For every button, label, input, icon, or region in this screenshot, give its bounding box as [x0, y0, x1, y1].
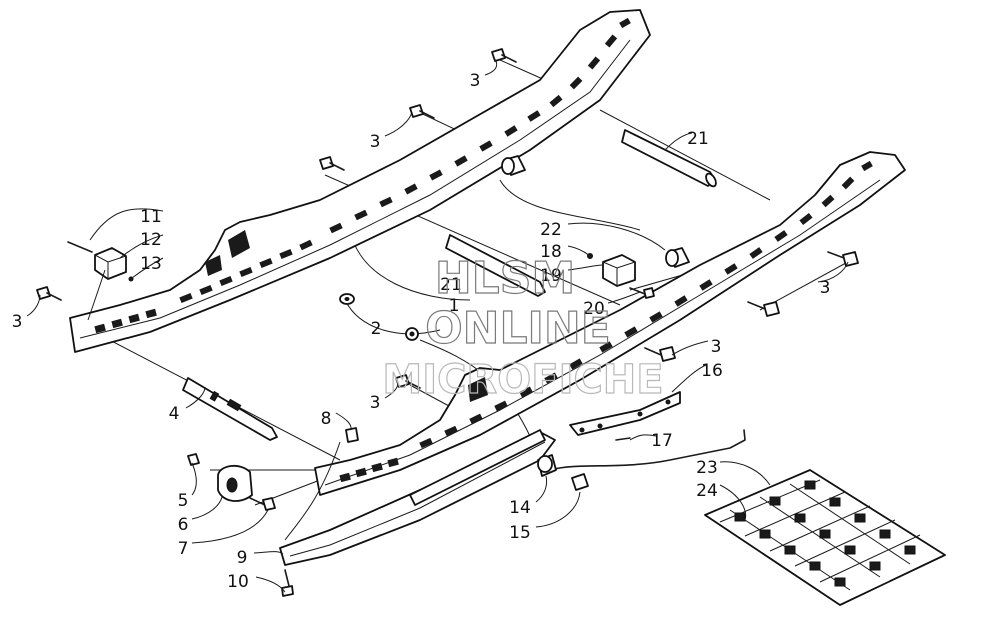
- callout-c2: 2: [371, 319, 382, 339]
- callout-c17: 17: [651, 431, 673, 451]
- block-part-12: [67, 241, 134, 282]
- callout-c13: 13: [140, 254, 162, 274]
- bolt-3-b: [409, 104, 435, 119]
- wheel-part-6: [217, 465, 253, 502]
- rod-part-14: [537, 429, 746, 491]
- cross-shaft-21-lower: [445, 234, 546, 297]
- callout-c10: 10: [227, 572, 249, 592]
- callout-c15: 15: [509, 523, 531, 543]
- watermark: HLSM ONLINE MICROFICHE: [382, 252, 664, 403]
- rail-slots-front: [339, 160, 873, 483]
- bushing-22a: [501, 155, 526, 176]
- block-part-19: [587, 253, 636, 287]
- callout-c3a: 3: [470, 71, 481, 91]
- callout-c19: 19: [540, 266, 562, 286]
- callout-c18: 18: [540, 242, 562, 262]
- callout-c1: 1: [449, 296, 460, 316]
- shaft-part-4: [182, 377, 278, 441]
- callout-c3e: 3: [711, 337, 722, 357]
- callout-c5: 5: [178, 491, 189, 511]
- bolt-3-f: [747, 301, 780, 317]
- slide-part-9: [279, 429, 556, 566]
- callout-c14: 14: [509, 498, 531, 518]
- callout-c23: 23: [696, 458, 718, 478]
- callout-c20: 20: [583, 299, 605, 319]
- callout-c21a: 21: [687, 129, 709, 149]
- washer-2b: [405, 327, 419, 341]
- callout-c3c: 3: [12, 312, 23, 332]
- track-clip-assembly: [704, 469, 946, 606]
- bushing-22b: [665, 247, 690, 268]
- watermark-line-1: HLSM: [435, 253, 575, 304]
- track-cleats: [734, 480, 916, 587]
- callout-c3b: 3: [370, 132, 381, 152]
- rail-slots: [94, 17, 631, 334]
- nut-part-5: [187, 453, 200, 466]
- bolt-20: [629, 287, 655, 299]
- callout-c24: 24: [696, 481, 718, 501]
- callout-c3f: 3: [370, 393, 381, 413]
- callout-c4: 4: [169, 404, 180, 424]
- cap-part-8: [345, 427, 359, 443]
- callout-c3d: 3: [820, 278, 831, 298]
- watermark-line-2: ONLINE: [425, 303, 611, 354]
- callout-c8: 8: [321, 409, 332, 429]
- washer-2a: [339, 293, 355, 305]
- callout-c9: 9: [237, 548, 248, 568]
- bolt-3-c: [319, 156, 345, 171]
- callout-c16: 16: [701, 361, 723, 381]
- callout-c7: 7: [178, 539, 189, 559]
- callout-c21b: 21: [440, 275, 462, 295]
- callout-c12: 12: [140, 230, 162, 250]
- bolt-part-7: [249, 497, 276, 511]
- callout-c11: 11: [140, 207, 162, 227]
- bolt-3-g: [644, 346, 676, 362]
- watermark-line-3: MICROFICHE: [382, 357, 663, 403]
- screw-part-10: [281, 569, 294, 597]
- bolt-3-e: [827, 251, 859, 267]
- bracket-part-16: [569, 391, 681, 441]
- cross-shaft-21-upper: [621, 129, 717, 188]
- callout-c22: 22: [540, 220, 562, 240]
- leader-lines: [26, 56, 849, 593]
- callout-c6: 6: [178, 515, 189, 535]
- left-rail: [69, 9, 651, 353]
- right-rail: [314, 151, 906, 496]
- callout-labels: 1233333345678910111213141516171819202121…: [12, 71, 831, 592]
- bolt-3-d: [36, 286, 62, 301]
